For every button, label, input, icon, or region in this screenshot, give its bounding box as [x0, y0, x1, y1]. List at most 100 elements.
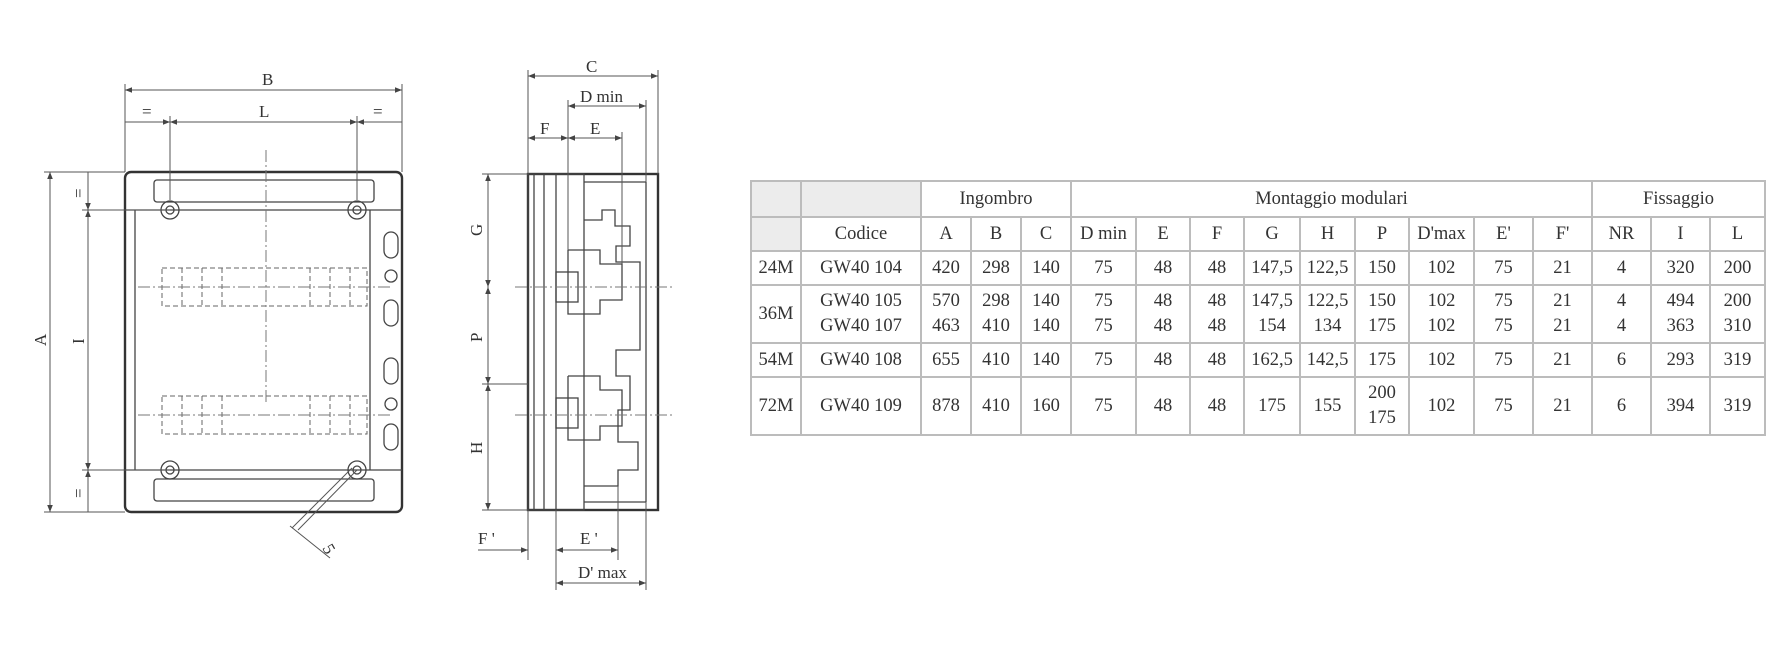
- cell-dmax: 102: [1408, 376, 1475, 436]
- cell-value: 298: [982, 257, 1010, 278]
- col-header: NR: [1591, 216, 1652, 252]
- cell-g: 175: [1243, 376, 1301, 436]
- label-I: I: [69, 338, 88, 344]
- front-view: B L = = A I = = 5: [31, 70, 404, 559]
- cell-g: 162,5: [1243, 342, 1301, 378]
- cell-value: 363: [1666, 316, 1695, 336]
- col-header: G: [1243, 216, 1301, 252]
- cell-value: 4: [1616, 257, 1627, 278]
- cell-value: 102: [1427, 257, 1456, 278]
- dimensions-table: Ingombro Montaggio modulari Fissaggio Co…: [750, 180, 1766, 436]
- cell-value: 48: [1207, 395, 1227, 416]
- cell-value: 175: [1368, 316, 1396, 336]
- cell-e: 48: [1135, 250, 1191, 286]
- cell-value: 140: [1032, 257, 1060, 278]
- col-header: D min: [1070, 216, 1137, 252]
- cell-value: 410: [982, 349, 1010, 370]
- side-view: C D min F E G P H F ' E ' D' max: [467, 57, 675, 590]
- col-header: I: [1650, 216, 1711, 252]
- cell-value: 48: [1207, 316, 1227, 336]
- cell-value: 102: [1427, 349, 1456, 370]
- cell-h: 155: [1299, 376, 1356, 436]
- cell-value: 154: [1258, 316, 1286, 336]
- top-strip: [153, 179, 375, 203]
- cell-value: 6: [1616, 395, 1627, 416]
- col-header: E': [1473, 216, 1534, 252]
- cell-b: 410: [970, 376, 1022, 436]
- cell-value: 310: [1723, 316, 1752, 336]
- col-header: Codice: [800, 216, 922, 252]
- size-cell: 36M: [750, 284, 802, 344]
- cell-value: 570: [932, 291, 960, 311]
- cell-value: GW40 109: [820, 395, 902, 416]
- cell-value: 175: [1368, 349, 1396, 370]
- cell-codice: GW40 108: [800, 342, 922, 378]
- cell-value: 150: [1368, 291, 1396, 311]
- label-eq-top: =: [69, 188, 88, 198]
- cell-value: 394: [1666, 395, 1695, 416]
- cell-value: 147,5: [1251, 257, 1293, 278]
- size-cell: 24M: [750, 250, 802, 286]
- group-header-ingombro: Ingombro: [920, 180, 1072, 218]
- cell-value: 162,5: [1251, 349, 1293, 370]
- cell-value: 75: [1094, 349, 1113, 370]
- front-outline: [123, 170, 404, 514]
- col-header: B: [970, 216, 1022, 252]
- label-C: C: [586, 57, 597, 76]
- screw-holes: [160, 200, 367, 480]
- cell-p: 175: [1354, 342, 1410, 378]
- cell-dmax: 102: [1408, 342, 1475, 378]
- size-cell: 54M: [750, 342, 802, 378]
- cell-value: 48: [1153, 349, 1173, 370]
- cell-value: 48: [1153, 395, 1173, 416]
- cell-value: 102: [1427, 291, 1456, 311]
- cell-a: 655: [920, 342, 972, 378]
- cell-value: 4: [1616, 291, 1627, 311]
- cell-value: 140: [1032, 291, 1060, 311]
- cell-value: 21: [1553, 395, 1572, 416]
- cell-value: 48: [1207, 257, 1227, 278]
- cell-ep: 75: [1473, 342, 1534, 378]
- cell-codice: GW40 109: [800, 376, 922, 436]
- col-header: E: [1135, 216, 1191, 252]
- cell-c: 160: [1020, 376, 1072, 436]
- cell-value: 655: [932, 349, 960, 370]
- cell-fp: 21: [1532, 342, 1593, 378]
- cell-value: 21: [1553, 316, 1572, 336]
- cell-value: 75: [1494, 395, 1513, 416]
- cell-dmax: 102: [1408, 250, 1475, 286]
- cell-nr: 6: [1591, 376, 1652, 436]
- cell-value: 4: [1616, 316, 1627, 336]
- cell-value: GW40 107: [820, 316, 902, 336]
- cell-value: 293: [1666, 349, 1695, 370]
- col-header: H: [1299, 216, 1356, 252]
- cell-a: 420: [920, 250, 972, 286]
- cell-h: 122,5: [1299, 250, 1356, 286]
- cell-value: 200: [1723, 257, 1752, 278]
- cell-value: 21: [1553, 349, 1572, 370]
- cell-value: 102: [1427, 395, 1456, 416]
- cell-value: 75: [1494, 291, 1513, 311]
- cell-value: GW40 105: [820, 291, 902, 311]
- col-header: F': [1532, 216, 1593, 252]
- cell-i: 394: [1650, 376, 1711, 436]
- cell-value: 200: [1723, 291, 1752, 311]
- cell-value: 75: [1094, 291, 1113, 311]
- cell-value: 75: [1494, 349, 1513, 370]
- cell-value: 75: [1094, 316, 1113, 336]
- cell-e: 48: [1135, 342, 1191, 378]
- cell-value: 319: [1723, 395, 1752, 416]
- cell-value: 140: [1032, 349, 1060, 370]
- label-eq-bottom: =: [69, 488, 88, 498]
